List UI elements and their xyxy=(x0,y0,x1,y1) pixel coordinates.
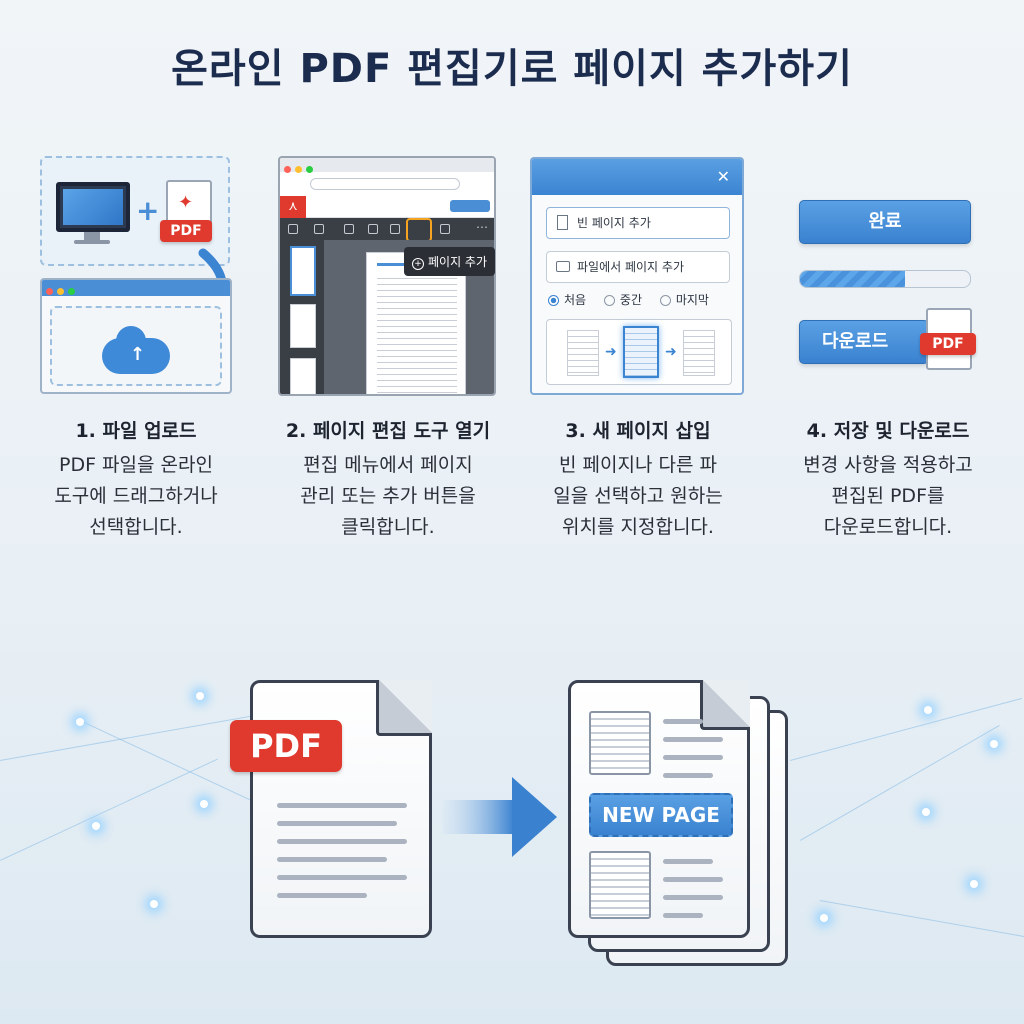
arrow-right-icon: ➜ xyxy=(605,344,617,360)
address-bar[interactable] xyxy=(310,178,460,190)
app-header: ⋏ xyxy=(280,196,494,218)
monitor-stand xyxy=(84,232,100,240)
page-fold xyxy=(376,680,432,736)
folder-icon xyxy=(556,261,570,272)
content-block xyxy=(589,851,651,919)
page-insert-preview: ➜ ➜ xyxy=(546,319,732,385)
progress-fill xyxy=(800,271,906,287)
page-fold xyxy=(700,680,750,730)
pdf-badge: PDF xyxy=(920,333,976,355)
page-thumbnail[interactable] xyxy=(290,246,316,296)
step4-description: 변경 사항을 적용하고 편집된 PDF를 다운로드합니다. xyxy=(803,454,973,538)
save-icon[interactable] xyxy=(344,224,354,234)
preview-page xyxy=(683,330,715,376)
blank-page-label: 빈 페이지 추가 xyxy=(577,216,651,230)
add-from-file-button[interactable]: 파일에서 페이지 추가 xyxy=(546,251,730,283)
blank-page-icon xyxy=(557,215,568,230)
preview-new-page xyxy=(623,326,659,378)
updated-pdf-document: NEW PAGE xyxy=(568,680,750,938)
browser-window: ↑ xyxy=(40,278,232,394)
add-icon[interactable] xyxy=(314,224,324,234)
dialog-header: ✕ xyxy=(532,159,742,195)
preview-page xyxy=(567,330,599,376)
step4-title: 4. 저장 및 다운로드 xyxy=(806,420,970,442)
step3-title: 3. 새 페이지 삽입 xyxy=(565,420,711,442)
page-thumbnail[interactable] xyxy=(290,304,316,348)
cloud-upload-icon: ↑ xyxy=(102,326,170,374)
plus-icon: + xyxy=(136,194,160,227)
monitor-base xyxy=(74,240,110,244)
arrow-right-icon: ➜ xyxy=(665,344,677,360)
original-pdf-document xyxy=(250,680,432,938)
pdf-badge: PDF xyxy=(230,720,342,772)
radio-middle[interactable]: 중간 xyxy=(603,293,642,307)
content-block xyxy=(589,711,651,775)
radio-last[interactable]: 마지막 xyxy=(659,293,709,307)
page-thumbnail[interactable] xyxy=(290,358,316,394)
thumbnail-panel xyxy=(280,240,324,394)
sidebar-icon[interactable] xyxy=(288,224,298,234)
insert-page-dialog: ✕ 빈 페이지 추가 파일에서 페이지 추가 처음 중간 마지막 ➜ ➜ xyxy=(530,157,744,395)
add-page-tooltip: + 페이지 추가 xyxy=(404,247,496,276)
step2-title: 2. 페이지 편집 도구 열기 xyxy=(285,420,491,442)
radio-first[interactable]: 처음 xyxy=(548,293,586,307)
pdf-badge: PDF xyxy=(160,220,212,242)
add-from-file-label: 파일에서 페이지 추가 xyxy=(577,260,684,274)
close-icon[interactable]: ✕ xyxy=(716,167,730,186)
download-button[interactable]: 다운로드 xyxy=(799,320,929,364)
delete-icon[interactable] xyxy=(368,224,378,234)
add-page-tool-button[interactable] xyxy=(406,218,432,242)
app-logo-icon: ⋏ xyxy=(280,196,306,218)
step1-title: 1. 파일 업로드 xyxy=(75,420,197,442)
page-icon[interactable] xyxy=(390,224,400,234)
blank-page-button[interactable]: 빈 페이지 추가 xyxy=(546,207,730,239)
page-title: 온라인 PDF 편집기로 페이지 추가하기 xyxy=(171,46,853,92)
done-button[interactable]: 완료 xyxy=(799,200,971,244)
add-page-icon: + xyxy=(412,258,424,270)
new-page-label: NEW PAGE xyxy=(589,793,733,837)
more-icon[interactable]: ⋯ xyxy=(476,220,488,234)
tooltip-label: 페이지 추가 xyxy=(428,255,488,269)
step3-description: 빈 페이지나 다른 파 일을 선택하고 원하는 위치를 지정합니다. xyxy=(553,454,723,538)
step1-illustration: + ✦ PDF ↑ xyxy=(38,156,234,396)
computer-icon xyxy=(56,182,130,232)
header-action-button[interactable] xyxy=(450,200,490,212)
step1-description: PDF 파일을 온라인 도구에 드래그하거나 선택합니다. xyxy=(54,454,218,538)
edit-toolbar: ⋯ xyxy=(280,218,494,242)
progress-bar xyxy=(799,270,971,288)
arrow-right-icon xyxy=(442,777,557,857)
step2-description: 편집 메뉴에서 페이지 관리 또는 추가 버튼을 클릭합니다. xyxy=(300,454,476,538)
edit-icon[interactable] xyxy=(440,224,450,234)
position-radio-group: 처음 중간 마지막 xyxy=(548,291,738,308)
editor-window: ⋏ ⋯ xyxy=(278,156,496,396)
